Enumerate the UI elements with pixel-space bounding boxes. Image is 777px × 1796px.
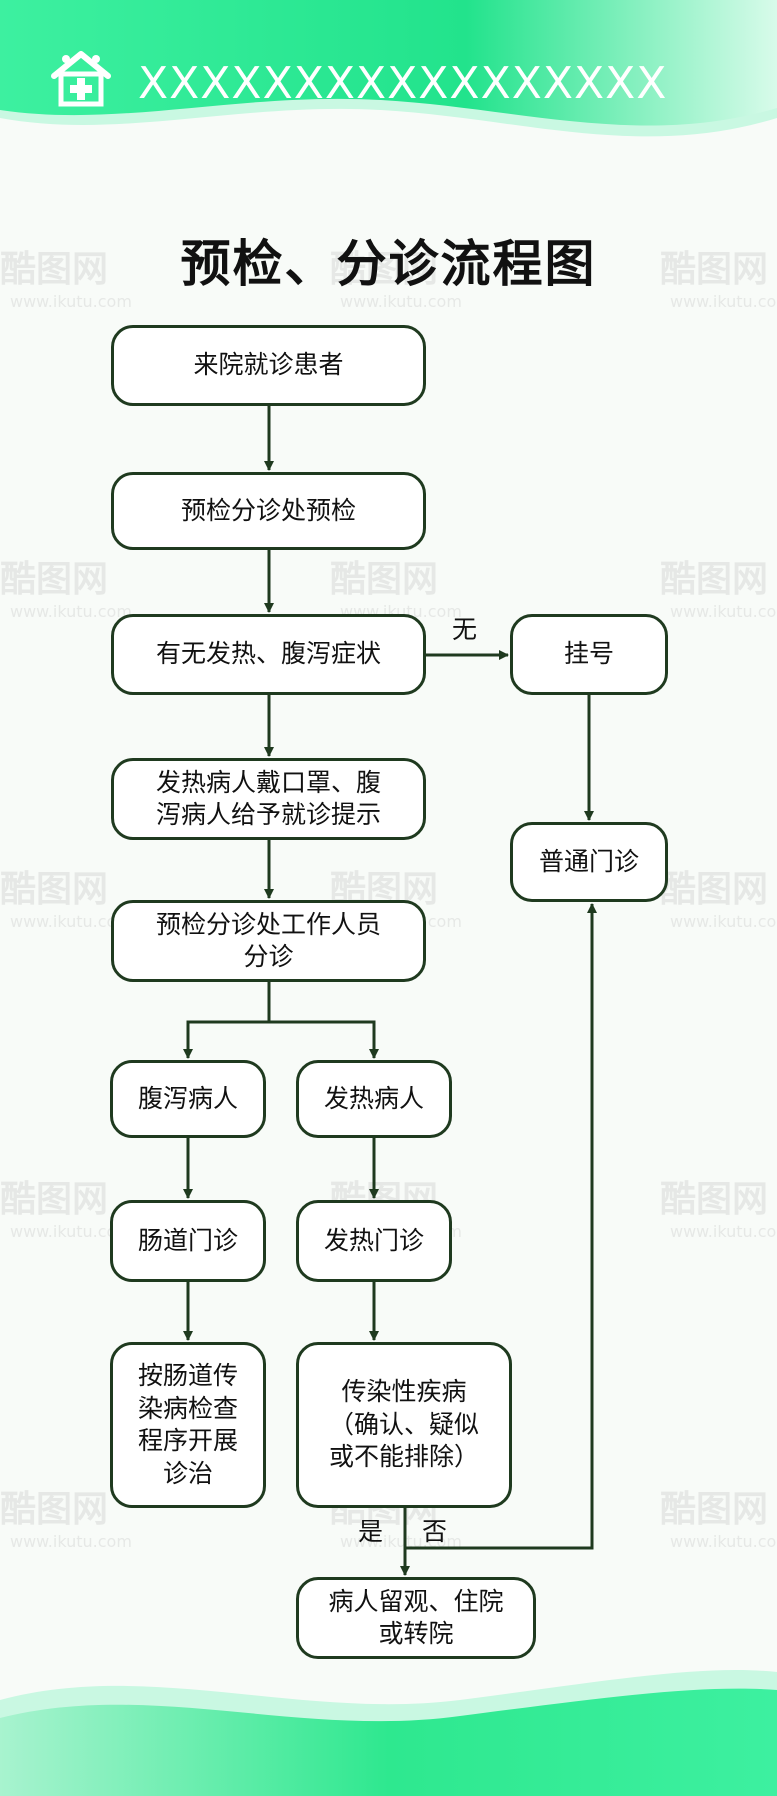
node-mask: 发热病人戴口罩、腹 泻病人给予就诊提示 <box>111 758 426 840</box>
node-arrive: 来院就诊患者 <box>111 325 426 406</box>
arrow-infectious-general <box>405 903 597 1550</box>
header-title: XXXXXXXXXXXXXXXXX <box>138 58 668 109</box>
node-intestinal: 肠道门诊 <box>110 1200 266 1282</box>
edge-label-none: 无 <box>452 615 478 644</box>
node-general: 普通门诊 <box>510 822 668 902</box>
edge-label-no: 否 <box>422 1517 448 1546</box>
node-observe: 病人留观、住院 或转院 <box>296 1577 536 1659</box>
node-symptoms: 有无发热、腹泻症状 <box>111 614 426 695</box>
page-title: 预检、分诊流程图 <box>180 235 597 293</box>
node-infectious: 传染性疾病 （确认、疑似 或不能排除） <box>296 1342 512 1508</box>
arrow-staff-diarrhea <box>183 982 271 1059</box>
arrow-staff-fever <box>269 1020 379 1059</box>
node-fever-clinic: 发热门诊 <box>296 1200 452 1282</box>
node-intestinal-treat: 按肠道传 染病检查 程序开展 诊治 <box>110 1342 266 1508</box>
edge-label-yes: 是 <box>358 1517 384 1546</box>
node-diarrhea: 腹泻病人 <box>110 1060 266 1138</box>
node-register: 挂号 <box>510 614 668 695</box>
node-fever: 发热病人 <box>296 1060 452 1138</box>
hospital-house-icon <box>51 51 111 107</box>
node-precheck: 预检分诊处预检 <box>111 472 426 550</box>
node-staff: 预检分诊处工作人员 分诊 <box>111 900 426 982</box>
